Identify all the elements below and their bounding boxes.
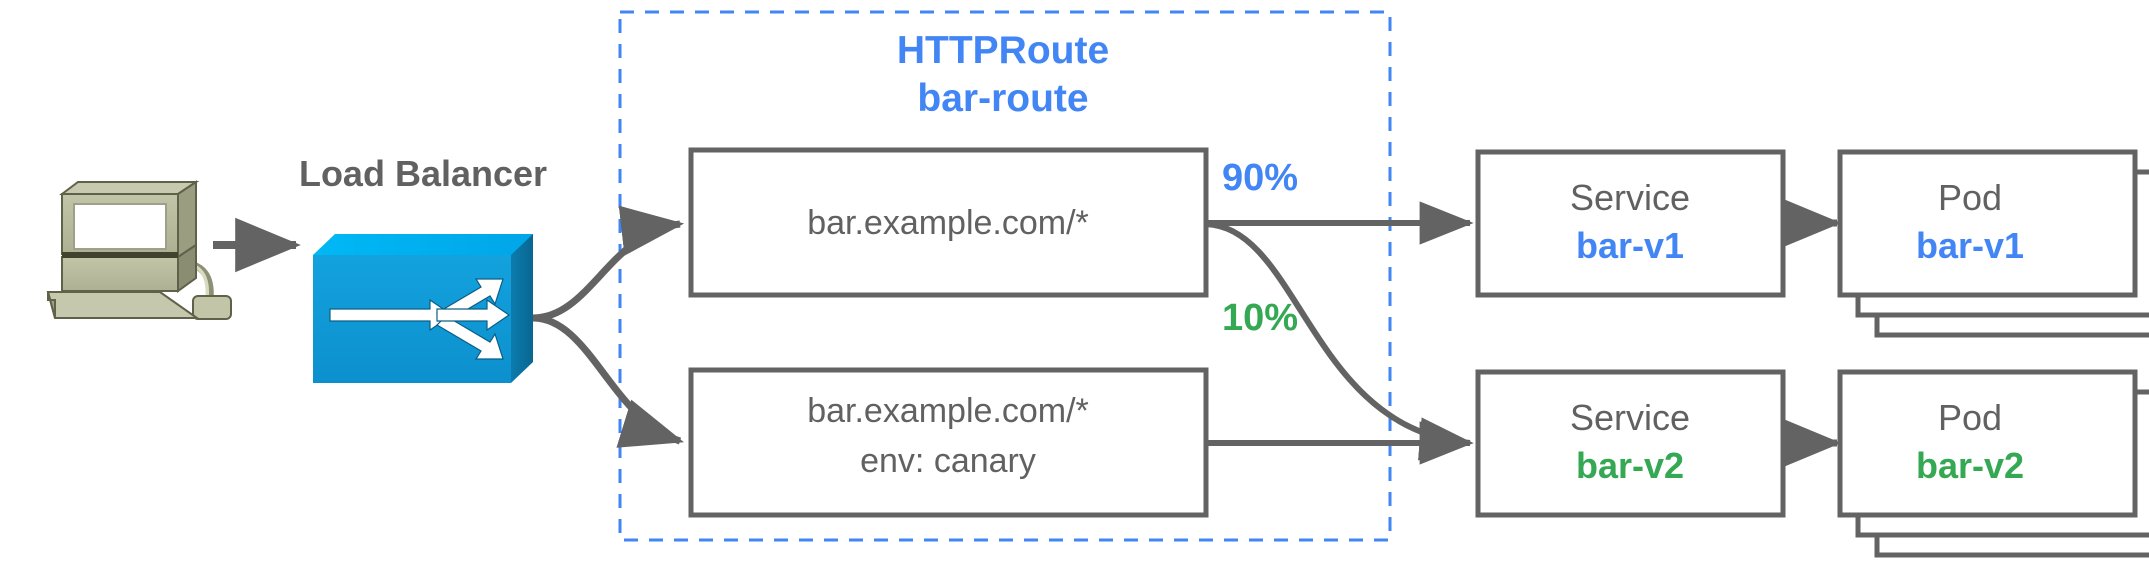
service-v1-name-label: bar-v1 [1576, 225, 1684, 266]
weight-label-90: 90% [1222, 157, 1298, 199]
pod-box-bar-v2[interactable] [1837, 369, 2138, 518]
pod-box-bar-v1[interactable] [1837, 149, 2138, 298]
rule-primary-label-line-1: bar.example.com/* [807, 204, 1089, 242]
arrow-lb-to-rule-canary [532, 314, 685, 448]
desktop-computer-icon [46, 180, 232, 320]
service-v1-kind-label: Service [1570, 177, 1690, 218]
arrow-rule-primary-to-service-v2 [1205, 221, 1474, 461]
httproute-title-name: bar-route [917, 77, 1088, 120]
pod-v2-kind-label: Pod [1938, 397, 2002, 438]
arrow-lb-to-rule-primary [532, 205, 685, 322]
httproute-title-kind: HTTPRoute [897, 29, 1109, 72]
rule-box-primary[interactable] [688, 147, 1209, 298]
rule-canary-label-line-2: env: canary [860, 442, 1036, 480]
service-box-bar-v2[interactable] [1475, 369, 1786, 518]
pod-v1-kind-label: Pod [1938, 177, 2002, 218]
pod-v2-name-label: bar-v2 [1916, 445, 2024, 486]
service-box-bar-v1[interactable] [1475, 149, 1786, 298]
pod-stack-bar-v2[interactable] [1837, 369, 2149, 558]
rule-box-canary[interactable] [688, 367, 1209, 518]
service-v2-kind-label: Service [1570, 397, 1690, 438]
service-v2-name-label: bar-v2 [1576, 445, 1684, 486]
load-balancer-switch-icon [313, 234, 533, 383]
weight-label-10: 10% [1222, 297, 1298, 339]
pod-stack-bar-v1[interactable] [1837, 149, 2149, 338]
httproute-boundary [618, 10, 1392, 542]
pod-v1-name-label: bar-v1 [1916, 225, 2024, 266]
load-balancer-label: Load Balancer [299, 153, 547, 194]
rule-canary-label-line-1: bar.example.com/* [807, 392, 1089, 430]
